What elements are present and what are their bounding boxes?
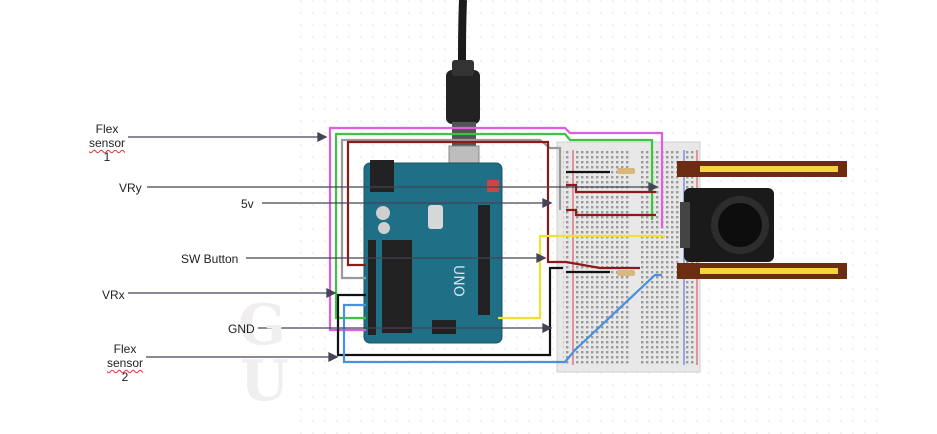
label-arrows <box>128 131 659 363</box>
label-vrx: VRx <box>102 288 125 302</box>
label-vry: VRy <box>119 181 142 195</box>
watermark-u: U <box>240 348 289 414</box>
flex2-line1: Flex <box>113 342 137 356</box>
joystick-module <box>680 188 774 262</box>
watermark-g: G <box>238 292 286 358</box>
flex2-line3: 2 <box>121 370 129 384</box>
label-5v: 5v <box>241 197 254 211</box>
label-flex-sensor-1: Flex sensor 1 <box>84 122 130 164</box>
breadboard <box>556 141 701 373</box>
flex-sensor-2 <box>677 263 847 279</box>
flex-sensor-1 <box>677 161 847 177</box>
flex1-line3: 1 <box>103 150 111 164</box>
label-flex-sensor-2: Flex sensor 2 <box>100 342 150 384</box>
arduino-board: UNO <box>363 160 503 344</box>
label-gnd: GND <box>228 322 255 336</box>
flex2-line2: sensor <box>106 356 144 370</box>
flex1-line1: Flex <box>95 122 119 136</box>
board-logo: UNO <box>450 265 466 297</box>
label-sw-button: SW Button <box>181 252 239 266</box>
wires <box>328 126 665 364</box>
flex1-line2: sensor <box>88 136 126 150</box>
